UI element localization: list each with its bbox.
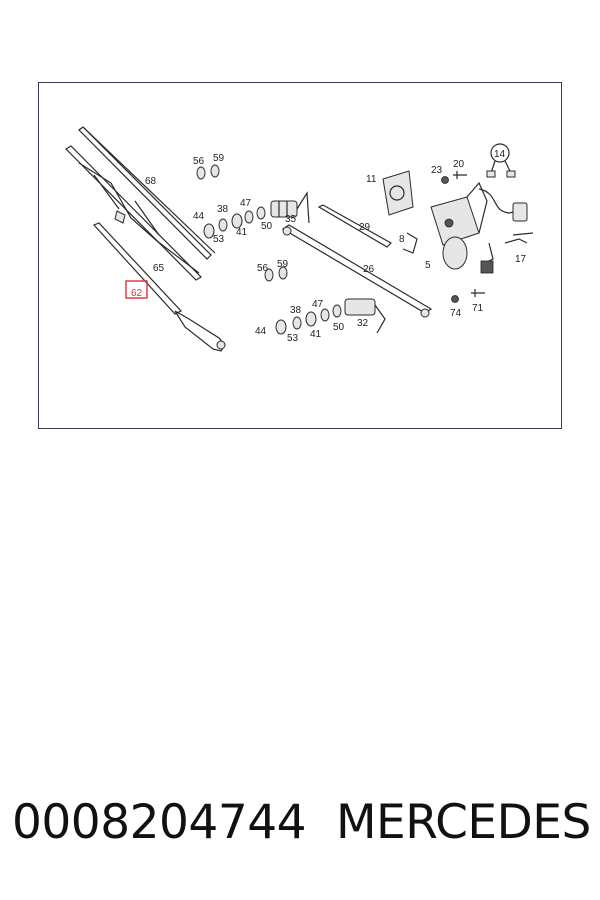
parts-diagram-frame: 68 65 62 56 59 44 38 47 53 41 35 50 56 5… [38, 82, 562, 429]
callout-41-lower: 41 [310, 329, 322, 340]
callout-74: 74 [450, 308, 462, 319]
callout-50-upper: 50 [261, 221, 273, 232]
callout-59-lower: 59 [277, 259, 289, 270]
callout-53-lower: 53 [287, 333, 299, 344]
brand-name: MERCEDES [336, 795, 591, 850]
part-number: 0008204744 [12, 795, 307, 850]
nut-washer-56-59-upper [196, 164, 220, 180]
callout-44-upper: 44 [193, 211, 205, 222]
callout-14: 14 [494, 149, 506, 160]
callout-59-upper: 59 [213, 153, 225, 164]
callout-20: 20 [453, 159, 465, 170]
callout-53-upper: 53 [213, 234, 225, 245]
callout-8: 8 [399, 234, 405, 245]
caption: 0008204744 MERCEDES [0, 795, 600, 865]
callout-17: 17 [515, 254, 527, 265]
callout-71: 71 [472, 303, 484, 314]
callout-32: 32 [357, 318, 369, 329]
connector-14 [486, 143, 516, 178]
callout-38-lower: 38 [290, 305, 302, 316]
wiper-parts-diagram: 68 65 62 56 59 44 38 47 53 41 35 50 56 5… [65, 126, 534, 352]
callout-68: 68 [145, 176, 157, 187]
callout-47-lower: 47 [312, 299, 324, 310]
nut-washer-56-59-lower [264, 266, 288, 282]
wiper-arm-62 [92, 222, 226, 352]
wiper-blade-frame-65 [65, 145, 202, 281]
callout-44-lower: 44 [255, 326, 267, 337]
callout-56-lower: 56 [257, 263, 269, 274]
wiper-motor-5 [430, 181, 488, 270]
wiper-blade-68 [78, 126, 216, 260]
bushing-35 [270, 191, 310, 224]
washer-stack-upper [203, 206, 266, 239]
crank-arm-29 [317, 204, 392, 248]
bracket-8 [402, 232, 418, 254]
washer-stack-lower [275, 298, 386, 335]
callout-50-lower: 50 [333, 322, 345, 333]
linkage-rod-26 [281, 224, 433, 318]
callout-29: 29 [359, 222, 371, 233]
callout-65: 65 [153, 263, 165, 274]
callout-35: 35 [285, 214, 297, 225]
mounting-plate-11 [382, 170, 414, 216]
screw-23-20 [441, 171, 467, 184]
callout-56-upper: 56 [193, 156, 205, 167]
callout-11: 11 [366, 174, 377, 185]
callout-26: 26 [363, 264, 375, 275]
callout-23: 23 [431, 165, 443, 176]
highlight-box-62 [125, 280, 148, 299]
bolt-74-71 [451, 289, 485, 303]
cable-plug-17 [478, 188, 534, 274]
callout-5: 5 [425, 260, 431, 271]
callout-38-upper: 38 [217, 204, 229, 215]
callout-41-upper: 41 [236, 227, 248, 238]
callout-47-upper: 47 [240, 198, 252, 209]
callout-62: 62 [131, 288, 143, 299]
